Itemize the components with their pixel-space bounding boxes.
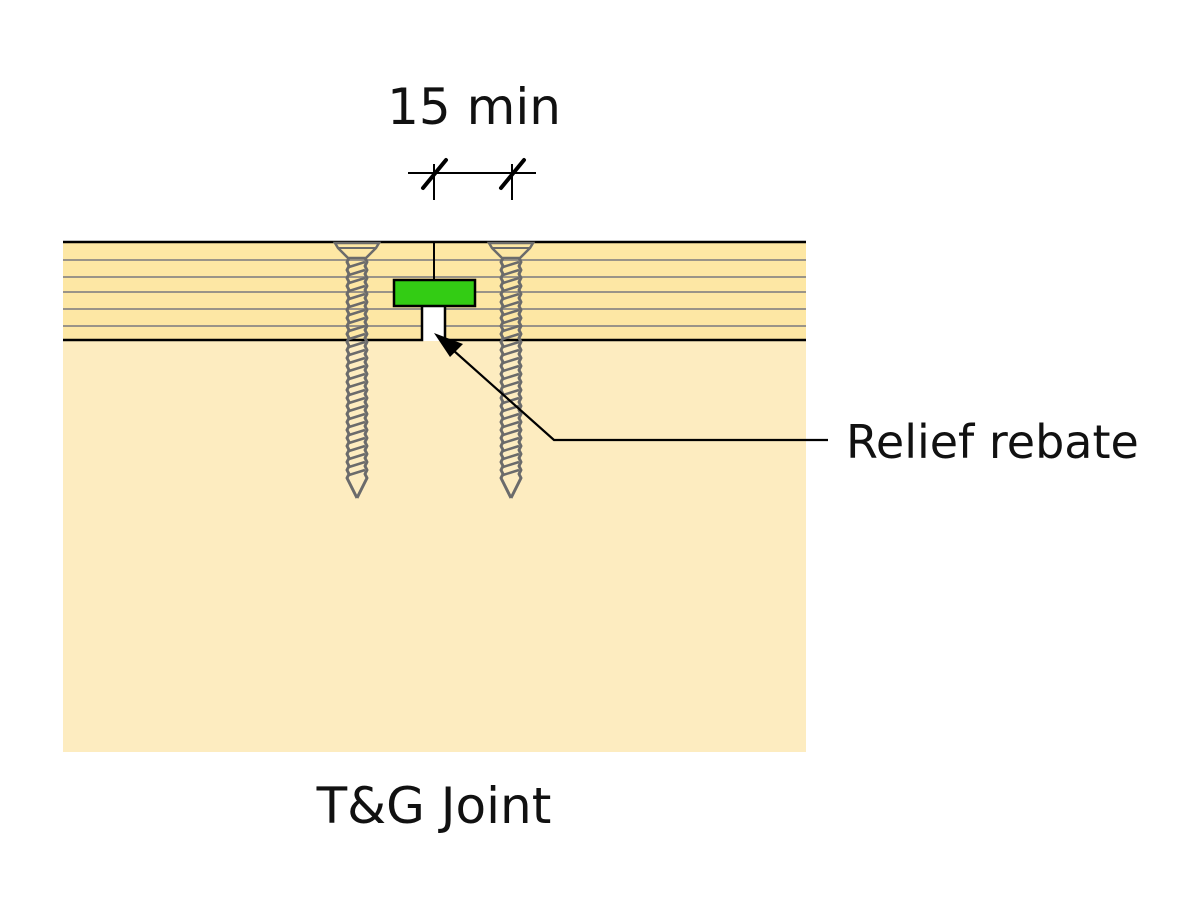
screw-thread	[502, 444, 520, 453]
screw-thread	[502, 276, 520, 285]
screw-thread	[502, 324, 520, 333]
screw-thread	[348, 276, 366, 285]
screw-thread	[502, 372, 520, 381]
screw-left	[332, 241, 382, 499]
screw-thread	[502, 420, 520, 429]
screw-thread	[502, 468, 520, 477]
screw-thread	[502, 292, 520, 301]
screw-thread	[502, 388, 520, 397]
screw-thread	[348, 268, 366, 277]
callout-leader	[434, 333, 828, 442]
screw-thread	[502, 356, 520, 365]
callout-label-relief-rebate: Relief rebate	[846, 415, 1139, 469]
screw-thread	[348, 388, 366, 397]
screw-thread	[348, 340, 366, 349]
screw-thread	[348, 460, 366, 469]
dimension-tick-right	[499, 158, 526, 190]
screw-thread	[502, 332, 520, 341]
screw-thread	[502, 348, 520, 357]
screw-thread	[502, 260, 520, 269]
screw-thread	[502, 452, 520, 461]
screw-thread	[502, 436, 520, 445]
screw-shank-left-edge	[499, 257, 513, 499]
screw-thread	[502, 412, 520, 421]
screw-thread	[502, 268, 520, 277]
screw-thread	[348, 468, 366, 477]
screw-thread	[502, 364, 520, 373]
screw-thread	[348, 364, 366, 373]
leader-line	[443, 341, 828, 442]
screw-thread	[502, 428, 520, 437]
screw-thread	[502, 300, 520, 309]
screw-thread	[348, 420, 366, 429]
screw-thread	[348, 300, 366, 309]
tongue	[392, 278, 477, 308]
screw-thread	[348, 404, 366, 413]
screw-thread	[348, 444, 366, 453]
screw-thread	[502, 380, 520, 389]
screw-thread	[502, 340, 520, 349]
screw-thread	[348, 372, 366, 381]
screw-thread	[502, 308, 520, 317]
dimension-line	[408, 158, 536, 200]
relief-rebate	[422, 306, 445, 341]
screw-thread	[348, 356, 366, 365]
screw-thread	[348, 308, 366, 317]
screw-shank-right-edge	[509, 257, 523, 499]
screw-thread	[502, 460, 520, 469]
screw-thread	[348, 348, 366, 357]
screw-thread	[348, 292, 366, 301]
screw-shank-right-edge	[355, 257, 369, 499]
diagram-caption: T&G Joint	[316, 777, 552, 835]
screw-shank-left-edge	[345, 257, 359, 499]
screw-thread	[348, 316, 366, 325]
screw-thread	[348, 380, 366, 389]
screw-thread	[348, 324, 366, 333]
screw-thread	[348, 412, 366, 421]
screw-thread	[348, 452, 366, 461]
screw-thread	[348, 284, 366, 293]
screw-thread	[348, 396, 366, 405]
base-substrate	[63, 340, 806, 752]
board-bottom-edge-left	[63, 306, 424, 342]
screw-thread	[502, 316, 520, 325]
screw-thread	[348, 332, 366, 341]
arrow-head-icon	[434, 333, 463, 357]
screw-thread	[502, 284, 520, 293]
screw-thread	[348, 436, 366, 445]
screw-thread	[348, 428, 366, 437]
dimension-tick-left	[421, 158, 448, 190]
dimension-label: 15 min	[387, 78, 561, 136]
screw-thread	[348, 260, 366, 269]
screw-right	[486, 241, 536, 499]
